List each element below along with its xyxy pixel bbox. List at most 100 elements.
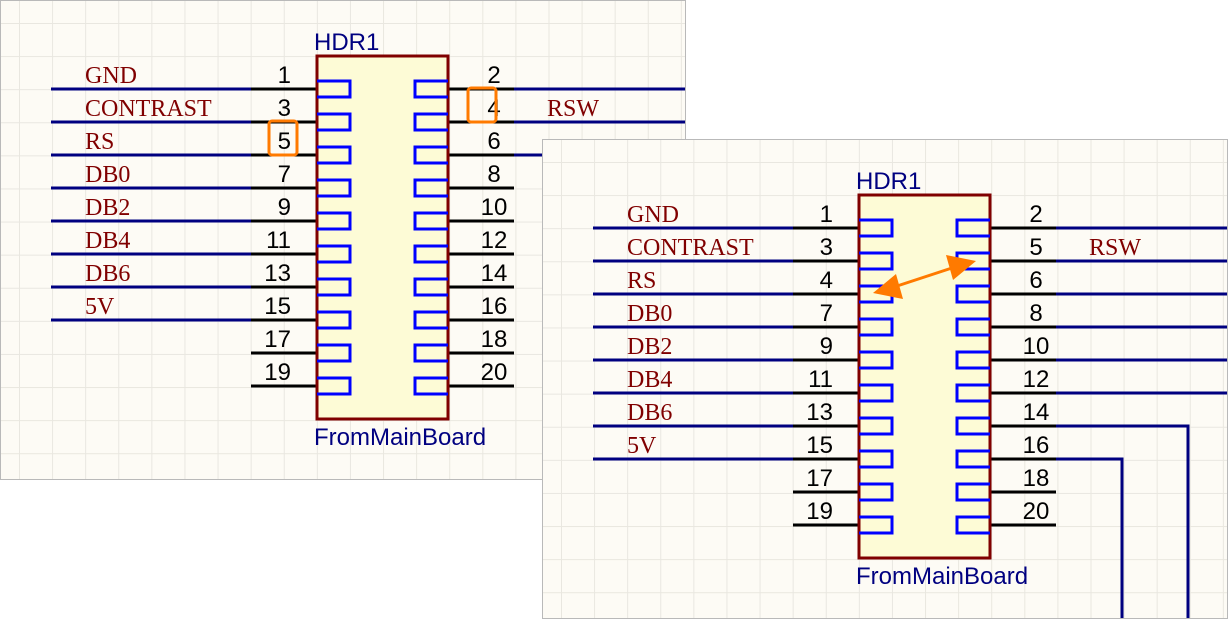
pin-number: 14 bbox=[1023, 399, 1050, 426]
pin-number: 15 bbox=[264, 293, 291, 320]
pin-number: 7 bbox=[278, 161, 291, 188]
component-body[interactable] bbox=[857, 193, 992, 560]
pin-number: 3 bbox=[278, 95, 291, 122]
pin-pad bbox=[955, 449, 990, 469]
net-label: DB6 bbox=[85, 261, 130, 287]
pin-pad bbox=[955, 350, 990, 370]
pin-pad bbox=[413, 376, 448, 396]
pin-pad bbox=[317, 145, 352, 165]
pin-pad bbox=[859, 350, 894, 370]
pin-number: 20 bbox=[1023, 498, 1050, 525]
pin-number: 11 bbox=[808, 366, 833, 393]
pin-number: 15 bbox=[806, 432, 833, 459]
pin-number: 13 bbox=[264, 260, 291, 287]
component-comment: FromMainBoard bbox=[314, 424, 486, 451]
pin-number: 10 bbox=[481, 194, 508, 221]
net-label: RSW bbox=[547, 96, 599, 122]
pin-pad bbox=[317, 244, 352, 264]
pin-pad bbox=[859, 383, 894, 403]
pin-pad bbox=[955, 416, 990, 436]
pin-number: 10 bbox=[1023, 333, 1050, 360]
component-designator: HDR1 bbox=[856, 168, 921, 195]
net-label: 5V bbox=[627, 433, 657, 459]
pin-number: 6 bbox=[1029, 267, 1042, 294]
net-label: DB0 bbox=[85, 162, 130, 188]
pin-number: 3 bbox=[820, 234, 833, 261]
pin-number: 8 bbox=[487, 161, 500, 188]
wire[interactable] bbox=[1056, 457, 1124, 619]
pin-pad bbox=[859, 317, 894, 337]
pin-pad bbox=[317, 178, 352, 198]
pin-pad bbox=[317, 376, 352, 396]
pin-pad bbox=[413, 244, 448, 264]
pin-number: 19 bbox=[806, 498, 833, 525]
net-label: DB2 bbox=[85, 195, 130, 221]
pin-number: 12 bbox=[481, 227, 508, 254]
pin-number: 7 bbox=[820, 300, 833, 327]
net-label: DB2 bbox=[627, 334, 672, 360]
pin-number: 19 bbox=[264, 359, 291, 386]
pin-pad bbox=[413, 112, 448, 132]
pin-number: 2 bbox=[1029, 201, 1042, 228]
pin-pad bbox=[859, 251, 894, 271]
pin-pad bbox=[317, 211, 352, 231]
net-label: CONTRAST bbox=[85, 96, 212, 122]
pin-swap-arrow bbox=[890, 264, 959, 290]
pin-number: 4 bbox=[820, 267, 833, 294]
pin-number: 6 bbox=[487, 128, 500, 155]
pin-pad bbox=[413, 310, 448, 330]
arrowhead-icon bbox=[946, 255, 976, 280]
pin-number: 8 bbox=[1029, 300, 1042, 327]
pin-number: 1 bbox=[820, 201, 833, 228]
pin-pad bbox=[317, 112, 352, 132]
pin-pad bbox=[859, 515, 894, 535]
pin-pad bbox=[413, 343, 448, 363]
component-comment: FromMainBoard bbox=[856, 563, 1028, 590]
pin-pad bbox=[955, 284, 990, 304]
pin-number: 5 bbox=[1029, 234, 1042, 261]
pin-number: 4 bbox=[487, 95, 500, 122]
component-designator: HDR1 bbox=[314, 29, 379, 56]
net-label: RS bbox=[85, 129, 114, 155]
net-label: GND bbox=[85, 63, 137, 89]
pin-pad bbox=[955, 482, 990, 502]
pin-number: 2 bbox=[487, 62, 500, 89]
pin-number: 12 bbox=[1023, 366, 1050, 393]
pin-number: 17 bbox=[264, 326, 291, 353]
net-label: DB4 bbox=[627, 367, 672, 393]
pin-number: 13 bbox=[806, 399, 833, 426]
pin-pad bbox=[413, 277, 448, 297]
pin-pad bbox=[955, 515, 990, 535]
net-label: DB6 bbox=[627, 400, 672, 426]
pin-number: 11 bbox=[266, 227, 291, 254]
pin-number: 1 bbox=[278, 62, 291, 89]
wire[interactable] bbox=[1056, 424, 1190, 619]
component-body[interactable] bbox=[315, 54, 450, 421]
pin-pad bbox=[317, 343, 352, 363]
pin-number: 16 bbox=[1023, 432, 1050, 459]
pin-pad bbox=[859, 416, 894, 436]
pin-pad bbox=[413, 178, 448, 198]
net-label: RS bbox=[627, 268, 656, 294]
net-label: RSW bbox=[1089, 235, 1141, 261]
pin-number: 18 bbox=[481, 326, 508, 353]
net-label: GND bbox=[627, 202, 679, 228]
net-label: DB4 bbox=[85, 228, 130, 254]
arrowhead-icon bbox=[873, 274, 903, 299]
pin-number: 17 bbox=[806, 465, 833, 492]
pin-pad bbox=[317, 79, 352, 99]
pin-number: 9 bbox=[820, 333, 833, 360]
pin-number: 14 bbox=[481, 260, 508, 287]
pin-pad bbox=[859, 482, 894, 502]
pin-pad bbox=[413, 79, 448, 99]
pin-pad bbox=[413, 211, 448, 231]
pin-number: 9 bbox=[278, 194, 291, 221]
pin-number: 18 bbox=[1023, 465, 1050, 492]
pin-pad bbox=[955, 317, 990, 337]
pin-pad bbox=[859, 218, 894, 238]
pin-number: 16 bbox=[481, 293, 508, 320]
pin-pad bbox=[859, 449, 894, 469]
pin-number: 5 bbox=[278, 128, 291, 155]
